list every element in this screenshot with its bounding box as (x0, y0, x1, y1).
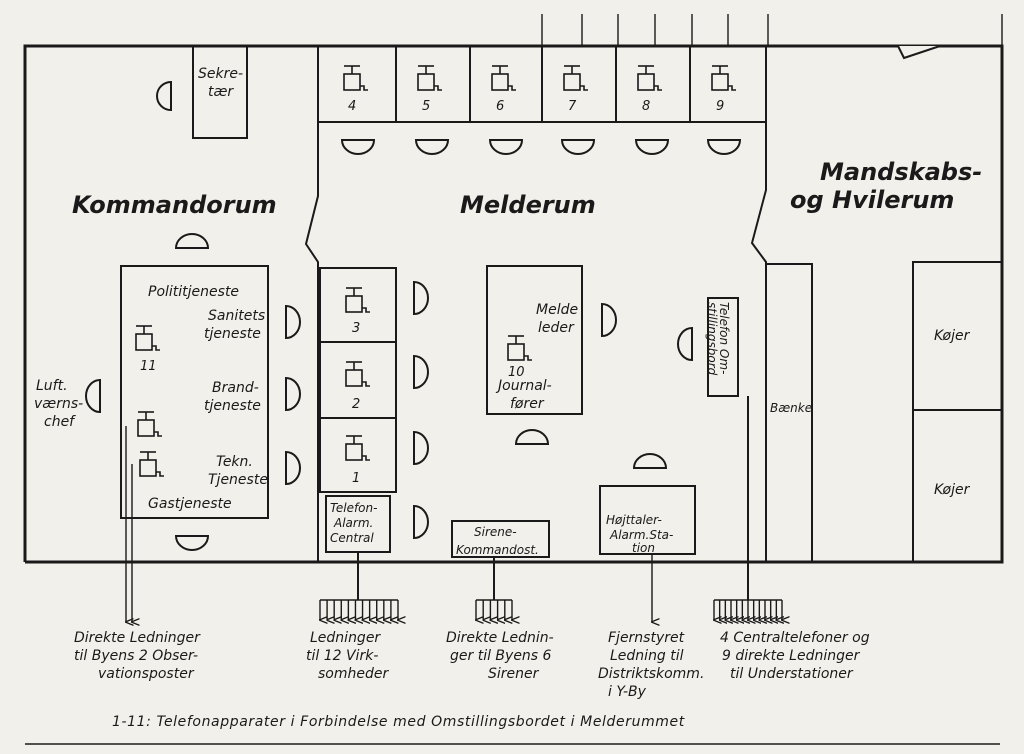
note-central-3: til Understationer (730, 666, 854, 682)
chairs (85, 80, 742, 551)
label-telefon-alarm-3: Central (330, 531, 374, 545)
phone-number-3: 3 (352, 321, 360, 336)
phone-number-2: 2 (352, 397, 360, 412)
label-sanitet-1: Sanitets (208, 308, 265, 324)
note-fjernstyret-4: i Y-By (608, 684, 647, 700)
note-observation-3: vationsposter (98, 666, 195, 682)
label-hojtaler-1: Højttaler- (606, 513, 662, 527)
label-gas: Gastjeneste (148, 496, 232, 512)
room-melderum: Melderum (460, 191, 596, 219)
label-tekn-2: Tjeneste (208, 472, 268, 488)
note-fjernstyret-1: Fjernstyret (608, 630, 685, 646)
note-observation-2: til Byens 2 Obser- (74, 648, 198, 664)
note-sirener-3: Sirener (488, 666, 540, 682)
label-brand-1: Brand- (212, 380, 259, 396)
label-kojer-2: Køjer (934, 482, 971, 498)
label-melde-2: leder (538, 320, 575, 336)
label-luft-1: Luft. (36, 378, 68, 394)
phone-number-10: 10 (508, 365, 525, 380)
label-politi: Polititjeneste (148, 284, 239, 300)
label-luft-3: chef (44, 414, 76, 430)
label-sekretaer-1: Sekre- (198, 66, 243, 82)
label-omstilling-2: stillingsbord (705, 302, 719, 376)
label-tekn-1: Tekn. (216, 454, 253, 470)
top-lines (541, 14, 1003, 46)
phone-number-8: 8 (642, 99, 650, 114)
label-telefon-alarm-2: Alarm. (333, 516, 373, 530)
label-journal-1: Journal- (495, 378, 552, 394)
room-kommandorum: Kommandorum (72, 191, 277, 219)
label-sanitet-2: tjeneste (204, 326, 261, 342)
door-top-right (897, 45, 941, 60)
room-mandskab-line2: og Hvilerum (790, 186, 954, 214)
desks (120, 261, 1003, 563)
phone-number-7: 7 (568, 99, 577, 114)
telephones (135, 65, 737, 477)
note-sirener-1: Direkte Lednin- (446, 630, 554, 646)
label-melde-1: Melde (536, 302, 578, 318)
label-brand-2: tjeneste (204, 398, 261, 414)
label-sirene-2: Kommandost. (456, 543, 539, 557)
phone-number-5: 5 (422, 99, 430, 114)
room-mandskab-line1: Mandskabs- (820, 158, 982, 186)
note-virksomheder-1: Ledninger (310, 630, 381, 646)
label-luft-2: værns- (34, 396, 83, 412)
booths (319, 267, 397, 493)
label-omstilling-1: Telefon Om- (717, 302, 731, 374)
phone-number-6: 6 (496, 99, 504, 114)
caption: 1-11: Telefonapparater i Forbindelse med… (112, 714, 685, 730)
note-sirener-2: ger til Byens 6 (450, 648, 552, 664)
label-sekretaer-2: tær (208, 84, 234, 100)
label-journal-2: fører (510, 396, 545, 412)
note-fjernstyret-3: Distriktskomm. (598, 666, 704, 682)
outer-walls (23, 44, 1004, 564)
phone-number-9: 9 (716, 99, 724, 114)
label-hojtaler-2: Alarm.Sta- (609, 528, 673, 542)
note-virksomheder-3: somheder (318, 666, 389, 682)
phone-number-1: 1 (352, 471, 360, 486)
note-virksomheder-2: til 12 Virk- (306, 648, 378, 664)
label-hojtaler-3: tion (632, 541, 655, 555)
label-baenke: Bænke (770, 401, 812, 415)
note-central-2: 9 direkte Ledninger (722, 648, 861, 664)
note-fjernstyret-2: Ledning til (610, 648, 684, 664)
note-central-1: 4 Centraltelefoner og (720, 630, 870, 646)
label-telefon-alarm-1: Telefon- (330, 501, 377, 515)
phone-number-4: 4 (348, 99, 356, 114)
notes: Direkte Ledninger til Byens 2 Obser- vat… (74, 630, 870, 700)
label-kojer-1: Køjer (934, 328, 971, 344)
fan-arrows (320, 600, 782, 620)
label-sirene-1: Sirene- (474, 525, 517, 539)
note-observation-1: Direkte Ledninger (74, 630, 201, 646)
wiring (126, 396, 782, 622)
phone-number-11: 11 (140, 359, 157, 374)
interior-walls (192, 45, 767, 562)
